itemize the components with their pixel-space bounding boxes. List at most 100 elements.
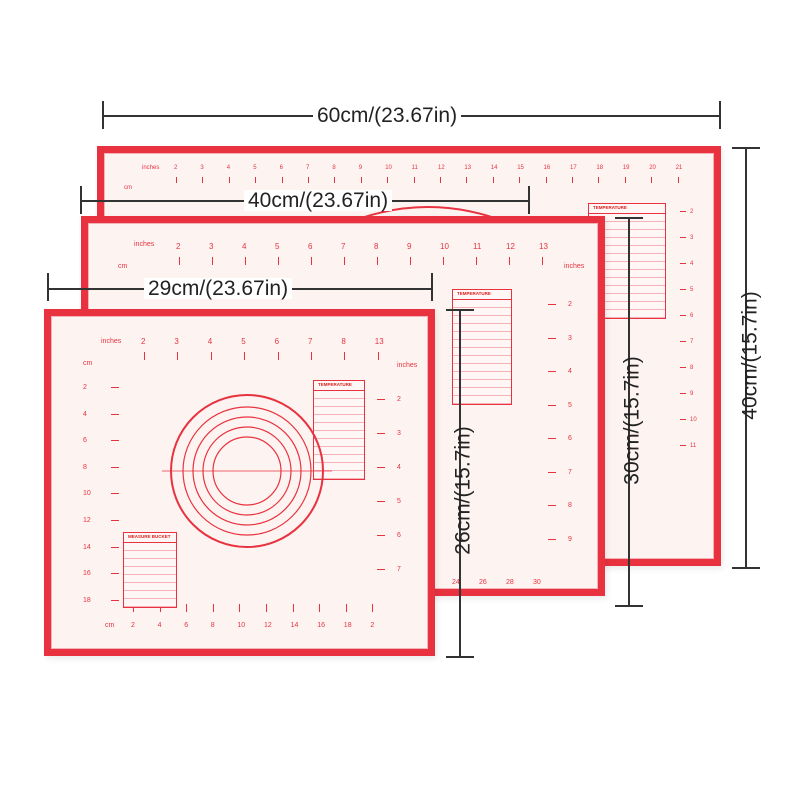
- scale-number: 24: [452, 579, 460, 586]
- cm-label: cm: [118, 263, 128, 270]
- scale-number: 18: [596, 165, 604, 171]
- scale-number: 9: [407, 242, 412, 251]
- scale-number: 4: [397, 464, 401, 471]
- scale-tick: [410, 257, 411, 265]
- scale-number: 6: [274, 337, 280, 346]
- small-width-tick-left: [47, 273, 49, 301]
- scale-tick: [476, 257, 477, 265]
- scale-tick: [680, 445, 686, 446]
- table-row: [589, 254, 665, 262]
- scale-number: 2: [83, 384, 87, 391]
- scale-tick: [377, 501, 385, 502]
- table-row: [124, 567, 176, 575]
- scale-tick: [680, 367, 686, 368]
- scale-tick: [133, 604, 134, 612]
- scale-number: 3: [209, 242, 214, 251]
- large-width-tick-left: [102, 101, 104, 129]
- table-row: [314, 471, 364, 479]
- medium-height-label: 30cm/(15.7in): [620, 356, 644, 485]
- scale-number: 16: [543, 165, 551, 171]
- scale-tick: [548, 471, 556, 473]
- scale-tick: [680, 393, 686, 394]
- scale-number: 7: [397, 566, 401, 573]
- scale-number: 3: [174, 337, 179, 346]
- scale-tick: [111, 466, 119, 468]
- table-row: [314, 463, 364, 471]
- scale-number: 4: [83, 410, 87, 418]
- table-row: [453, 364, 511, 372]
- scale-tick: [598, 177, 600, 183]
- large-height-tick-bottom: [732, 567, 760, 569]
- scale-number: 6: [690, 313, 694, 319]
- scale-tick: [548, 404, 556, 406]
- scale-number: 5: [275, 242, 280, 251]
- scale-tick: [239, 604, 241, 612]
- medium-height-tick-top: [615, 217, 643, 219]
- scale-number: 13: [464, 165, 472, 171]
- scale-number: 3: [397, 430, 401, 437]
- scale-number: 9: [568, 535, 572, 543]
- scale-number: 5: [253, 165, 257, 171]
- scale-tick: [111, 440, 119, 442]
- table-row: [124, 599, 176, 607]
- table-row: [314, 439, 364, 447]
- scale-tick: [377, 257, 378, 265]
- scale-number: 6: [279, 165, 283, 171]
- small-height-tick-bottom: [446, 656, 474, 658]
- table-title: TEMPERATURE: [589, 204, 665, 214]
- scale-number: 3: [200, 165, 204, 171]
- scale-number: 8: [341, 337, 346, 346]
- table-row: [124, 543, 176, 551]
- scale-number: 20: [649, 165, 656, 171]
- table-title: MEASURE BUCKET: [124, 533, 176, 543]
- scale-number: 2: [176, 242, 181, 251]
- scale-tick: [245, 257, 246, 265]
- scale-number: 4: [207, 337, 213, 346]
- scale-number: 7: [341, 242, 346, 251]
- table-row: [589, 238, 665, 246]
- scale-tick: [319, 604, 321, 612]
- scale-number: 14: [83, 543, 91, 551]
- scale-number: 19: [622, 165, 630, 171]
- scale-number: 10: [385, 165, 392, 171]
- table-row: [314, 399, 364, 407]
- scale-number: 21: [675, 165, 683, 171]
- cm-label: cm: [105, 622, 115, 629]
- scale-tick: [111, 413, 119, 415]
- scale-number: 11: [473, 242, 482, 251]
- table-row: [314, 415, 364, 423]
- scale-tick: [545, 177, 547, 183]
- scale-tick: [360, 177, 362, 183]
- table-row: [589, 230, 665, 238]
- scale-tick: [377, 433, 385, 434]
- table-row: [589, 294, 665, 302]
- scale-tick: [176, 177, 177, 183]
- table-row: [124, 575, 176, 583]
- scale-number: 4: [690, 261, 694, 267]
- scale-number: 9: [690, 391, 694, 397]
- scale-number: 5: [690, 287, 694, 293]
- scale-tick: [680, 341, 686, 342]
- table-row: [589, 222, 665, 230]
- table-row: [589, 262, 665, 270]
- table-row: [453, 396, 511, 404]
- scale-number: 8: [568, 502, 572, 509]
- scale-tick: [177, 352, 179, 360]
- scale-number: 2: [370, 622, 375, 629]
- temperature-table: TEMPERATURE: [452, 289, 512, 405]
- large-height-label: 40cm/(15.7in): [738, 291, 762, 420]
- scale-number: 4: [568, 368, 572, 375]
- scale-tick: [377, 535, 385, 536]
- table-row: [453, 372, 511, 380]
- table-row: [589, 214, 665, 222]
- scale-number: 12: [506, 242, 515, 251]
- scale-tick: [492, 177, 494, 183]
- table-row: [453, 380, 511, 388]
- scale-tick: [466, 177, 468, 183]
- scale-number: 28: [506, 579, 514, 586]
- medium-height-tick-bottom: [615, 605, 643, 607]
- scale-number: 2: [690, 209, 694, 215]
- scale-number: 30: [533, 579, 541, 586]
- table-row: [589, 278, 665, 286]
- scale-tick: [345, 604, 347, 612]
